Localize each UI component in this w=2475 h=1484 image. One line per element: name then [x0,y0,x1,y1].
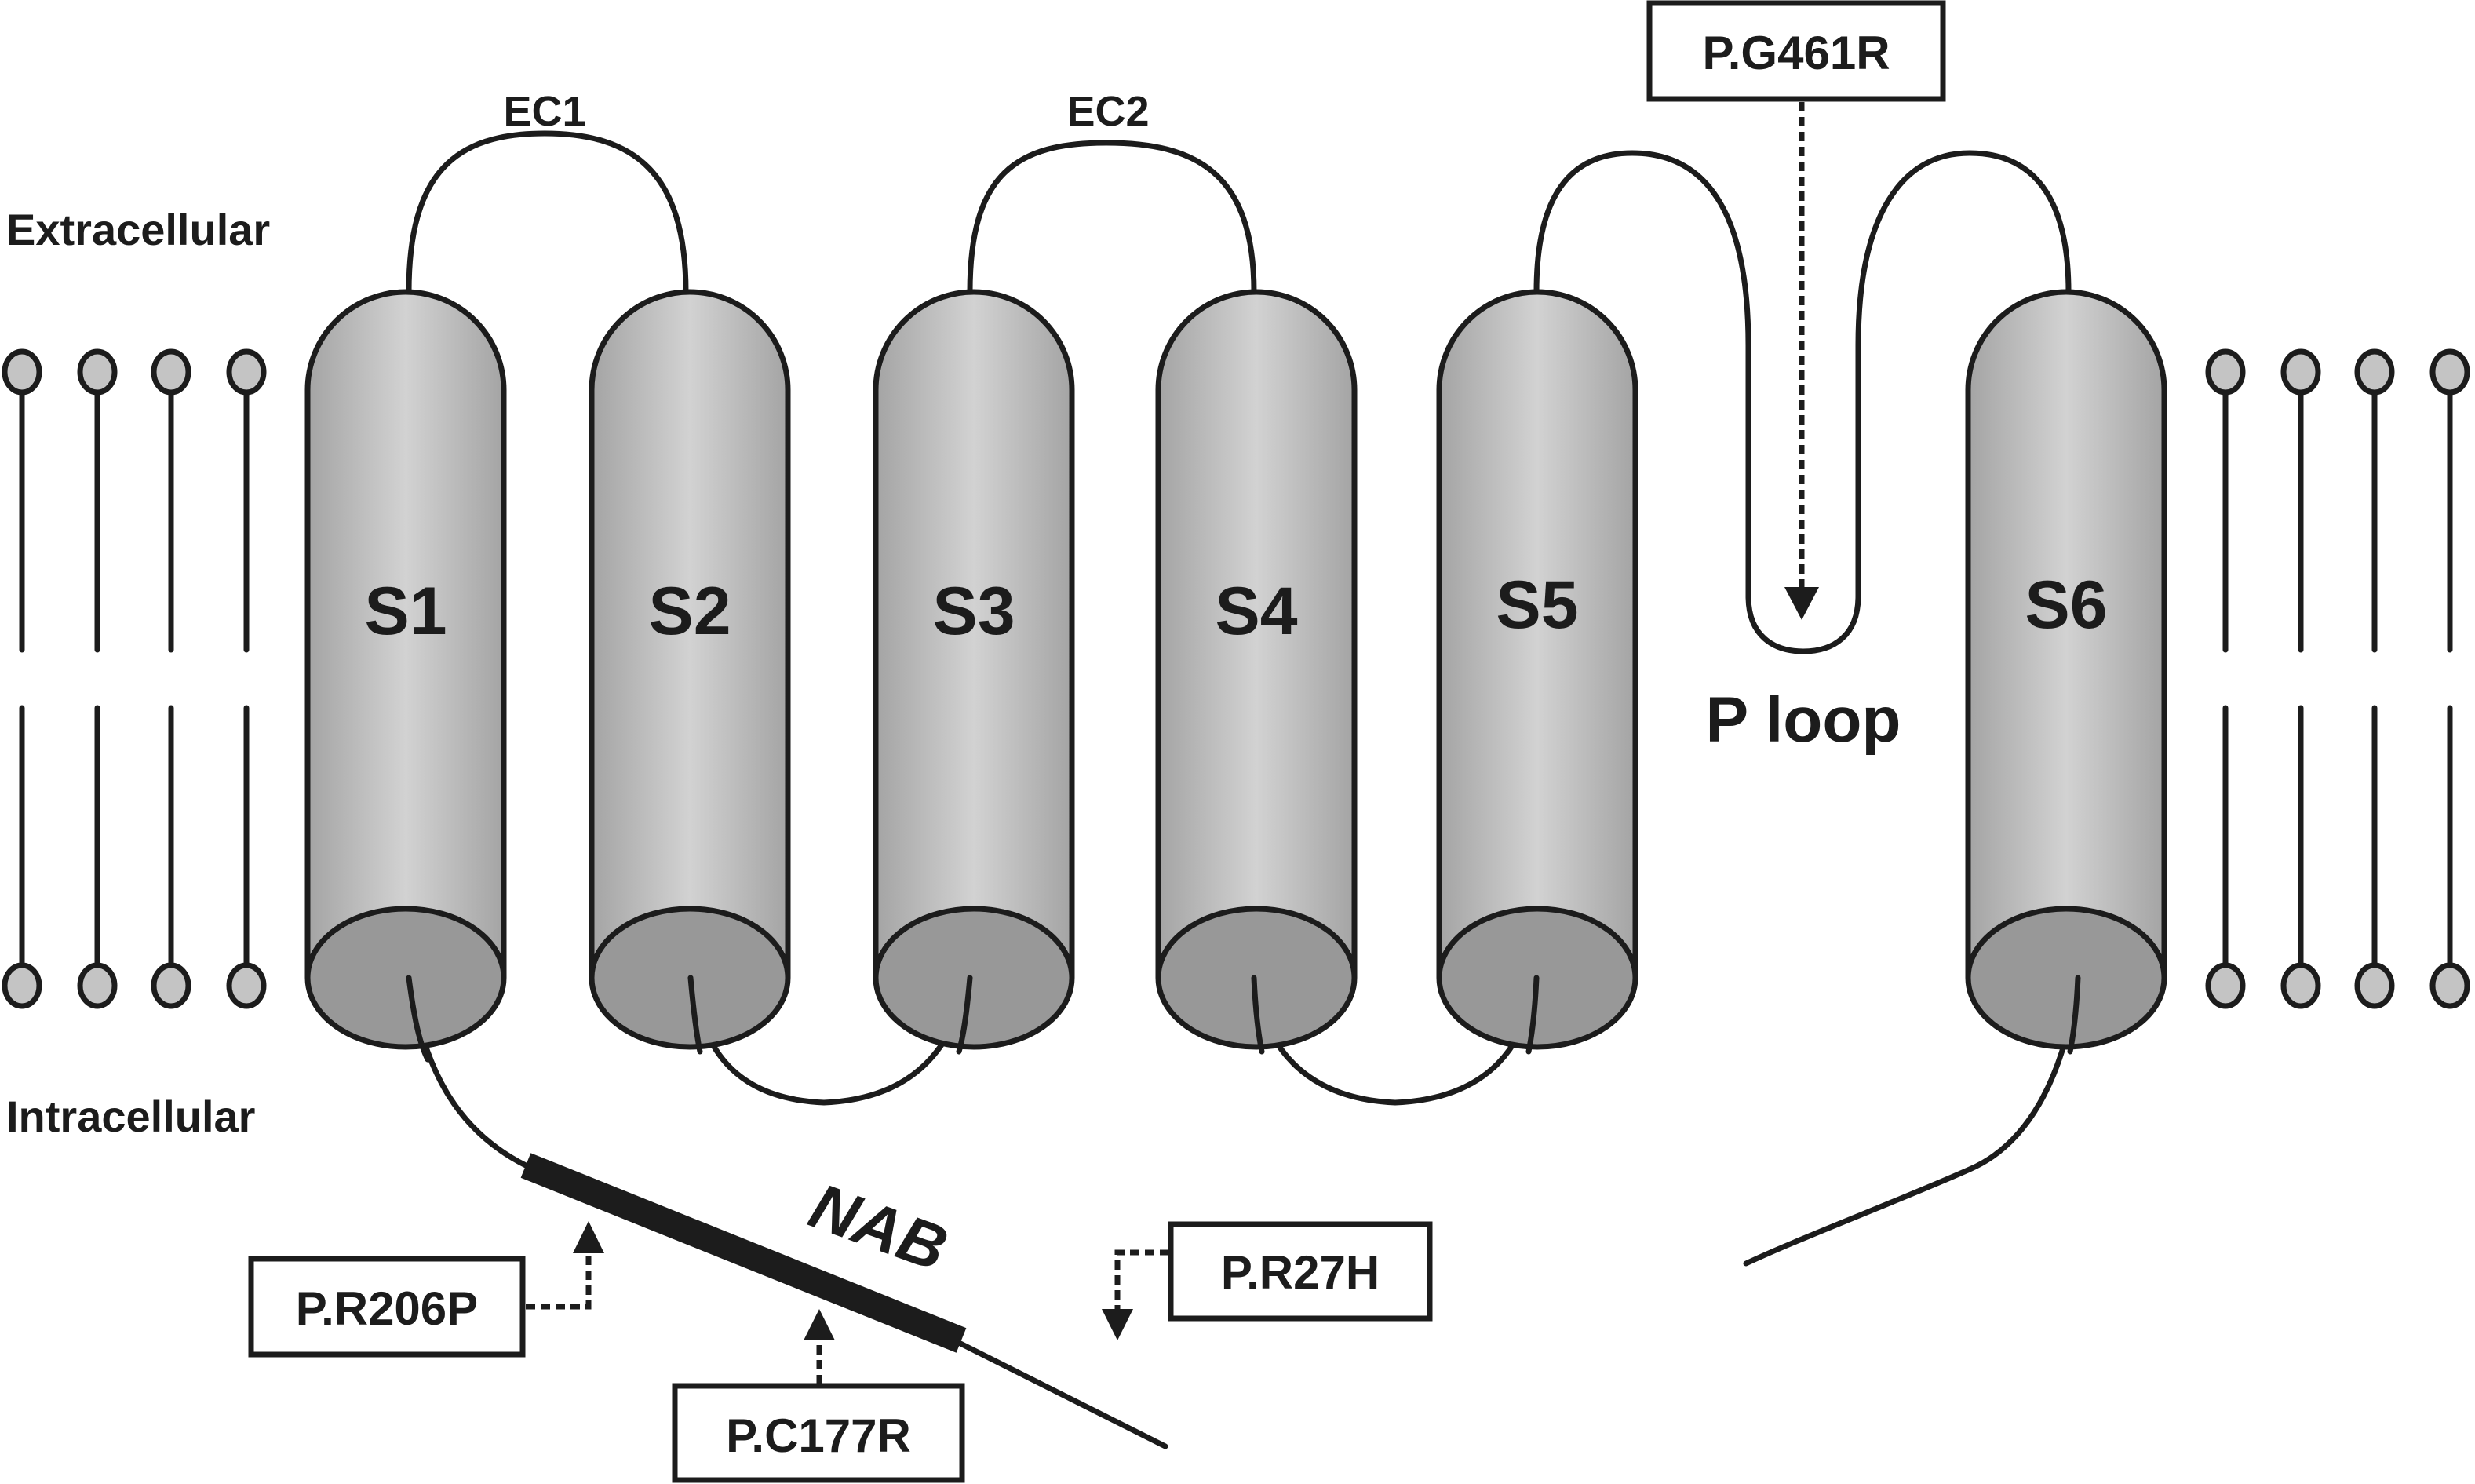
lipid [2205,348,2246,1009]
segment-s6: S6 [1965,289,2167,1050]
mutation-g461r: P.G461R [1646,0,1946,620]
cylinder-body [304,289,507,978]
lipid-head-upper [2205,348,2246,396]
intracellular-label: Intracellular [6,1092,255,1141]
lipid-head-lower [151,962,191,1009]
mutation-g461r-box [1646,0,1946,102]
n-terminus-end [954,1339,1168,1449]
ec1-loop [406,130,689,295]
lipid [151,348,191,1009]
lipid [2,348,42,1009]
segment-label: S5 [1496,567,1578,643]
segment-s1: S1 [304,289,507,1050]
lipid-bilayer-left [2,348,267,1009]
loop-tail [406,975,431,1063]
lipid-head-upper [77,348,118,396]
mutation-r206p-label: P.R206P [296,1282,478,1335]
lipid-head-upper [151,348,191,396]
ec1-label: EC1 [503,88,585,135]
mutation-g461r-label: P.G461R [1702,27,1890,79]
arrow-down-icon [1784,587,1819,620]
lipid [2280,348,2321,1009]
mutation-r27h-pointer [1114,1249,1169,1311]
p-loop-label: P loop [1705,684,1901,756]
cylinder-end-cap [1965,906,2167,1050]
lipid-head-lower [2280,962,2321,1009]
loop-tail [1251,975,1265,1055]
loop-tail [2067,975,2081,1055]
segment-label: S1 [364,574,447,649]
lipid [2354,348,2395,1009]
lipid-head-lower [77,962,118,1009]
cylinder-end-cap [304,906,507,1050]
lipid [77,348,118,1009]
mutation-r27h-label: P.R27H [1221,1246,1380,1299]
mutation-r206p-box [248,1256,526,1358]
lipid-head-lower [2354,962,2395,1009]
arrow-up-icon [573,1221,604,1253]
s5-ploop-connector [1533,150,2072,654]
loop-tail [1525,975,1540,1055]
lipid-head-upper [2429,348,2470,396]
cylinder-body [1155,289,1358,978]
loop-tail [687,975,703,1055]
lipid-head-lower [2,962,42,1009]
loop-tail [956,975,973,1055]
cylinder-body [1436,289,1638,978]
nab-label: NAB [800,1170,956,1285]
transmembrane-segments: S1 S2 S3 S4 S5 S6 [304,289,2167,1063]
lipid-head-lower [226,962,267,1009]
segment-label: S4 [1215,574,1297,649]
arrow-up-icon [804,1309,835,1340]
c-terminus-tail [1743,975,2081,1267]
mutation-r27h-box [1168,1221,1433,1322]
nab-domain-bar [520,1153,967,1353]
segment-s2: S2 [589,289,791,1050]
cylinder-body [1965,289,2167,978]
lipid-head-upper [2280,348,2321,396]
lipid-head-upper [2354,348,2395,396]
segment-label: S3 [932,574,1015,649]
lipid-head-lower [2429,962,2470,1009]
cylinder-body [589,289,791,978]
ec2-loop [967,140,1257,295]
lipid [2429,348,2470,1009]
cylinder-body [873,289,1075,978]
segment-s3: S3 [873,289,1075,1050]
ec2-label: EC2 [1066,88,1149,135]
cylinder-end-cap [873,906,1075,1050]
segment-s4: S4 [1155,289,1358,1050]
mutation-r27h: P.R27H [1102,1221,1433,1340]
arrow-down-icon [1102,1309,1133,1340]
extracellular-label: Extracellular [6,205,270,254]
lipid-head-lower [2205,962,2246,1009]
mutation-r206p: P.R206P [248,1221,604,1358]
lipid-head-upper [226,348,267,396]
mutation-r206p-pointer [526,1252,592,1310]
mutation-c177r: P.C177R [672,1309,965,1483]
mutation-c177r-box [672,1383,965,1483]
lipid-bilayer-right [2205,348,2470,1009]
segment-s5: S5 [1436,289,1638,1050]
segment-label: S2 [648,574,731,649]
lipid-head-upper [2,348,42,396]
mutation-c177r-label: P.C177R [726,1409,911,1462]
lipid [226,348,267,1009]
segment-label: S6 [2025,567,2107,643]
